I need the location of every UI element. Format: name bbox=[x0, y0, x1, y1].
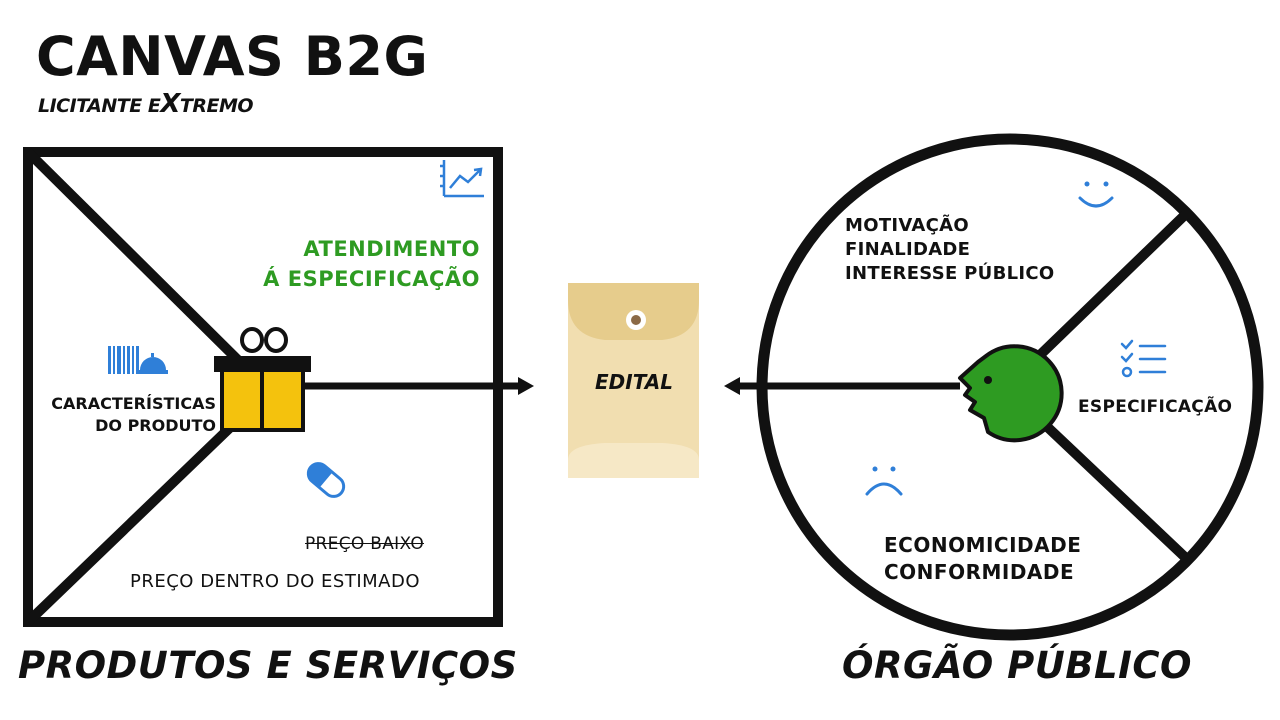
chart-growth-icon bbox=[440, 160, 484, 198]
features-line2: DO PRODUTO bbox=[95, 416, 216, 435]
gain-creators-label: ATENDIMENTO Á ESPECIFICAÇÃO bbox=[240, 234, 480, 294]
footer-products-label: PRODUTOS E SERVIÇOS bbox=[18, 644, 518, 687]
brand-text-1: LICITANTE E bbox=[38, 95, 161, 117]
arrow-from-customer bbox=[724, 377, 960, 395]
arrow-to-envelope bbox=[300, 377, 534, 395]
gain-label-line1: ATENDIMENTO bbox=[303, 237, 480, 261]
product-features-label: CARACTERÍSTICAS DO PRODUTO bbox=[30, 393, 216, 437]
jobs-line1: MOTIVAÇÃO bbox=[845, 215, 969, 236]
customer-head-icon bbox=[958, 344, 1064, 443]
brand-logo: LICITANTE EXTREMO bbox=[38, 89, 254, 119]
brand-text-2: TREMO bbox=[179, 95, 254, 117]
price-struck-label: PREÇO BAIXO bbox=[305, 534, 425, 554]
smile-icon bbox=[1078, 181, 1114, 208]
footer-agency-label: ÓRGÃO PÚBLICO bbox=[842, 644, 1192, 687]
sad-face-icon bbox=[865, 466, 903, 496]
customer-spec-label: ESPECIFICAÇÃO bbox=[1078, 397, 1233, 417]
price-label: PREÇO DENTRO DO ESTIMADO bbox=[130, 571, 421, 592]
customer-circle bbox=[756, 133, 1264, 641]
pains-line1: ECONOMICIDADE bbox=[884, 533, 1082, 557]
gain-label-line2: Á ESPECIFICAÇÃO bbox=[263, 267, 480, 291]
customer-jobs-label: MOTIVAÇÃO FINALIDADE INTERESSE PÚBLICO bbox=[845, 214, 1054, 286]
pains-line2: CONFORMIDADE bbox=[884, 560, 1075, 584]
barcode-service-bell-icon bbox=[108, 346, 168, 374]
envelope-icon bbox=[568, 283, 699, 478]
jobs-line2: FINALIDADE bbox=[845, 239, 971, 260]
customer-pains-label: ECONOMICIDADE CONFORMIDADE bbox=[884, 532, 1081, 586]
page-title: CANVAS B2G bbox=[36, 25, 429, 88]
jobs-line3: INTERESSE PÚBLICO bbox=[845, 263, 1055, 284]
checklist-icon bbox=[1120, 339, 1167, 378]
brand-x: X bbox=[160, 89, 180, 119]
envelope-label: EDITAL bbox=[594, 370, 674, 394]
features-line1: CARACTERÍSTICAS bbox=[51, 394, 216, 413]
gift-icon bbox=[214, 327, 311, 432]
pill-icon bbox=[306, 462, 346, 498]
